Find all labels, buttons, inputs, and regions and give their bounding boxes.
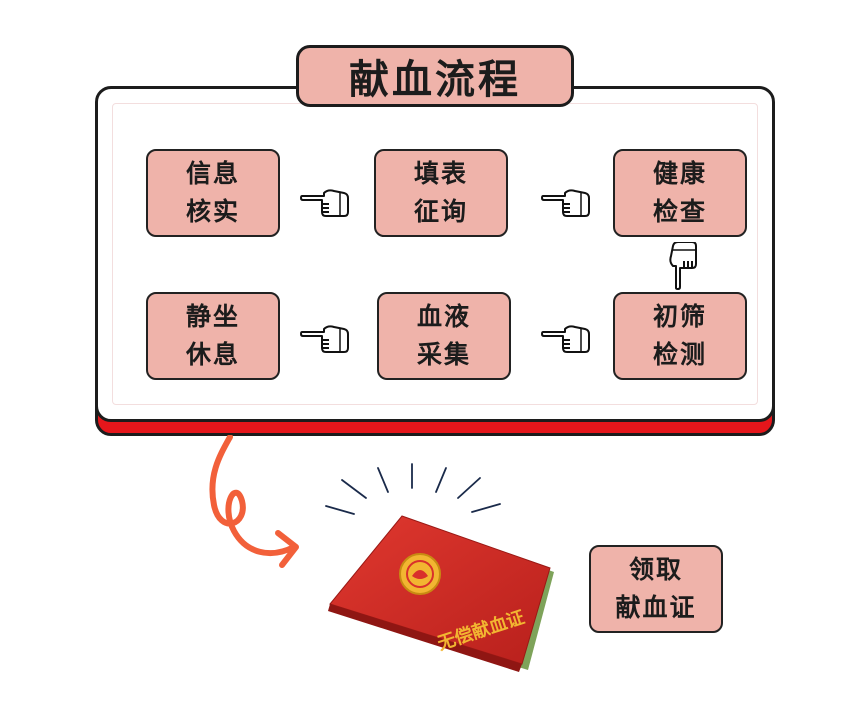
- curly-arrow-icon: [209, 435, 299, 568]
- pointing-hand-left-icon: [541, 189, 590, 217]
- pointing-hand-down-icon: [669, 242, 697, 290]
- step-fill-form: 填表 征询: [374, 149, 508, 237]
- step-receive-certificate: 领取 献血证: [589, 545, 723, 633]
- pointing-hand-left-icon: [300, 189, 349, 217]
- step-rest: 静坐 休息: [146, 292, 280, 380]
- step-health-check: 健康 检查: [613, 149, 747, 237]
- sparkle-burst-icon: [325, 463, 501, 515]
- pointing-hand-left-icon: [541, 325, 590, 353]
- step-blood-collection: 血液 采集: [377, 292, 511, 380]
- step-screening: 初筛 检测: [613, 292, 747, 380]
- certificate-book-icon: 无偿献血证: [328, 515, 554, 672]
- page-title: 献血流程: [296, 45, 574, 107]
- pointing-hand-left-icon: [300, 325, 349, 353]
- step-info-check: 信息 核实: [146, 149, 280, 237]
